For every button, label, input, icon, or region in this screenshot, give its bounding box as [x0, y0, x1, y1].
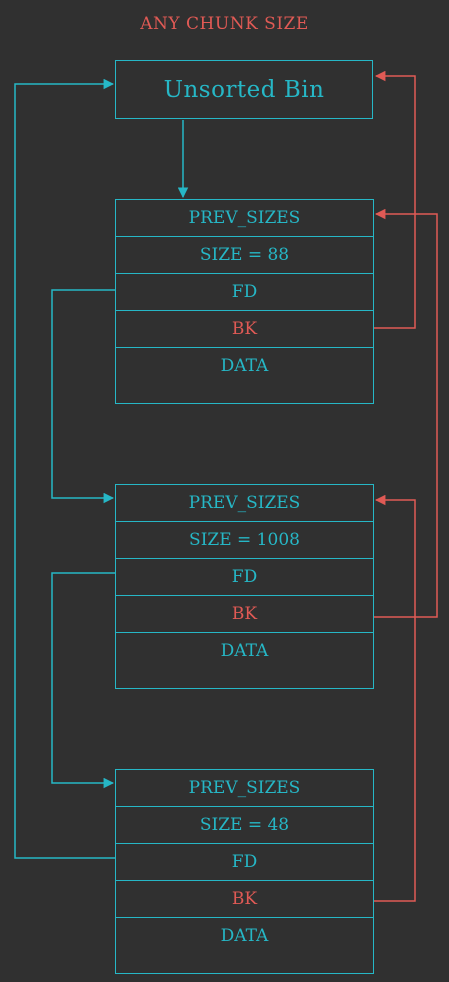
data-field: DATA	[220, 641, 269, 661]
size-field: SIZE = 1008	[116, 522, 373, 559]
chunk-size-1008: PREV_SIZES SIZE = 1008 FD BK DATA	[115, 484, 374, 689]
unsorted-bin-box: Unsorted Bin	[115, 60, 373, 119]
fd-link-chunk-2-to-chunk-3	[51, 572, 115, 789]
chunk-size-48: PREV_SIZES SIZE = 48 FD BK DATA	[115, 769, 374, 974]
fd-link-chunk-1-to-chunk-2	[51, 289, 115, 504]
size-field: SIZE = 48	[116, 807, 373, 844]
diagram-title: ANY CHUNK SIZE	[140, 14, 309, 34]
prev-size-field: PREV_SIZES	[116, 485, 373, 522]
fd-field: FD	[116, 274, 373, 311]
bk-link-chunk-3-to-chunk-2	[374, 494, 416, 902]
unsorted-bin-label: Unsorted Bin	[163, 76, 325, 103]
bk-field: BK	[116, 596, 373, 633]
chunk-size-88: PREV_SIZES SIZE = 88 FD BK DATA	[115, 199, 374, 404]
bk-field: BK	[116, 311, 373, 348]
bk-link-chunk-2-to-chunk-1	[374, 208, 438, 618]
bk-field: BK	[116, 881, 373, 918]
data-field: DATA	[220, 356, 269, 376]
data-field: DATA	[220, 926, 269, 946]
bk-link-chunk-1-to-bin	[374, 70, 416, 329]
prev-size-field: PREV_SIZES	[116, 770, 373, 807]
prev-size-field: PREV_SIZES	[116, 200, 373, 237]
fd-link-chunk-3-to-bin	[14, 78, 115, 859]
fd-field: FD	[116, 559, 373, 596]
size-field: SIZE = 88	[116, 237, 373, 274]
fd-field: FD	[116, 844, 373, 881]
